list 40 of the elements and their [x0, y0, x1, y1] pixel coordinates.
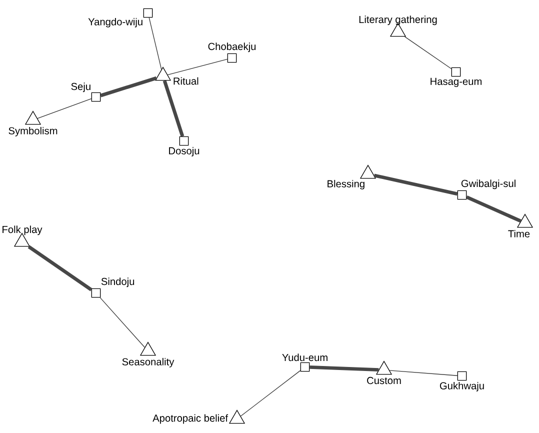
edge-line [28, 245, 92, 292]
square-marker [451, 67, 461, 77]
node-label: Seju [71, 82, 90, 92]
node-label: Time [508, 230, 530, 238]
edge-line [148, 17, 162, 70]
edge-line [389, 370, 458, 376]
node-label: Chobaekju [208, 42, 256, 52]
node-label: Gukhwaju [440, 382, 484, 392]
node-label: Literary gathering [359, 16, 437, 26]
node-label: Ritual [174, 77, 198, 85]
edge-line [100, 297, 146, 348]
edge-line [466, 196, 522, 223]
square-marker [143, 8, 153, 18]
node-label: Gwibalgi-sul [461, 180, 516, 190]
edge-line [167, 58, 228, 76]
square-marker [227, 53, 237, 63]
square-marker [300, 362, 310, 372]
node-label: Sindoju [101, 278, 134, 288]
square-marker [91, 92, 101, 102]
node-label: Blessing [328, 180, 364, 190]
edge-line [374, 174, 458, 196]
node-label: Yudu-eum [282, 354, 328, 362]
edge-line [100, 76, 157, 98]
edge-line [162, 80, 184, 137]
square-marker [457, 371, 467, 381]
node-label: Symbolism [8, 126, 58, 136]
edge-line [240, 370, 301, 416]
edge-line [37, 98, 92, 119]
edge-line [404, 36, 452, 70]
square-marker [457, 190, 467, 200]
node-label: Apotropaic belief [152, 414, 228, 424]
edge-line [310, 365, 379, 372]
node-label: Yangdo-wiju [88, 18, 142, 28]
node-label: Hasag-eum [430, 78, 482, 88]
node-label: Dosoju [169, 146, 200, 156]
node-label: Seasonality [122, 358, 174, 368]
node-label: Folk play [2, 226, 42, 236]
square-marker [179, 136, 189, 146]
square-marker [91, 288, 101, 298]
node-label: Custom [367, 376, 401, 384]
